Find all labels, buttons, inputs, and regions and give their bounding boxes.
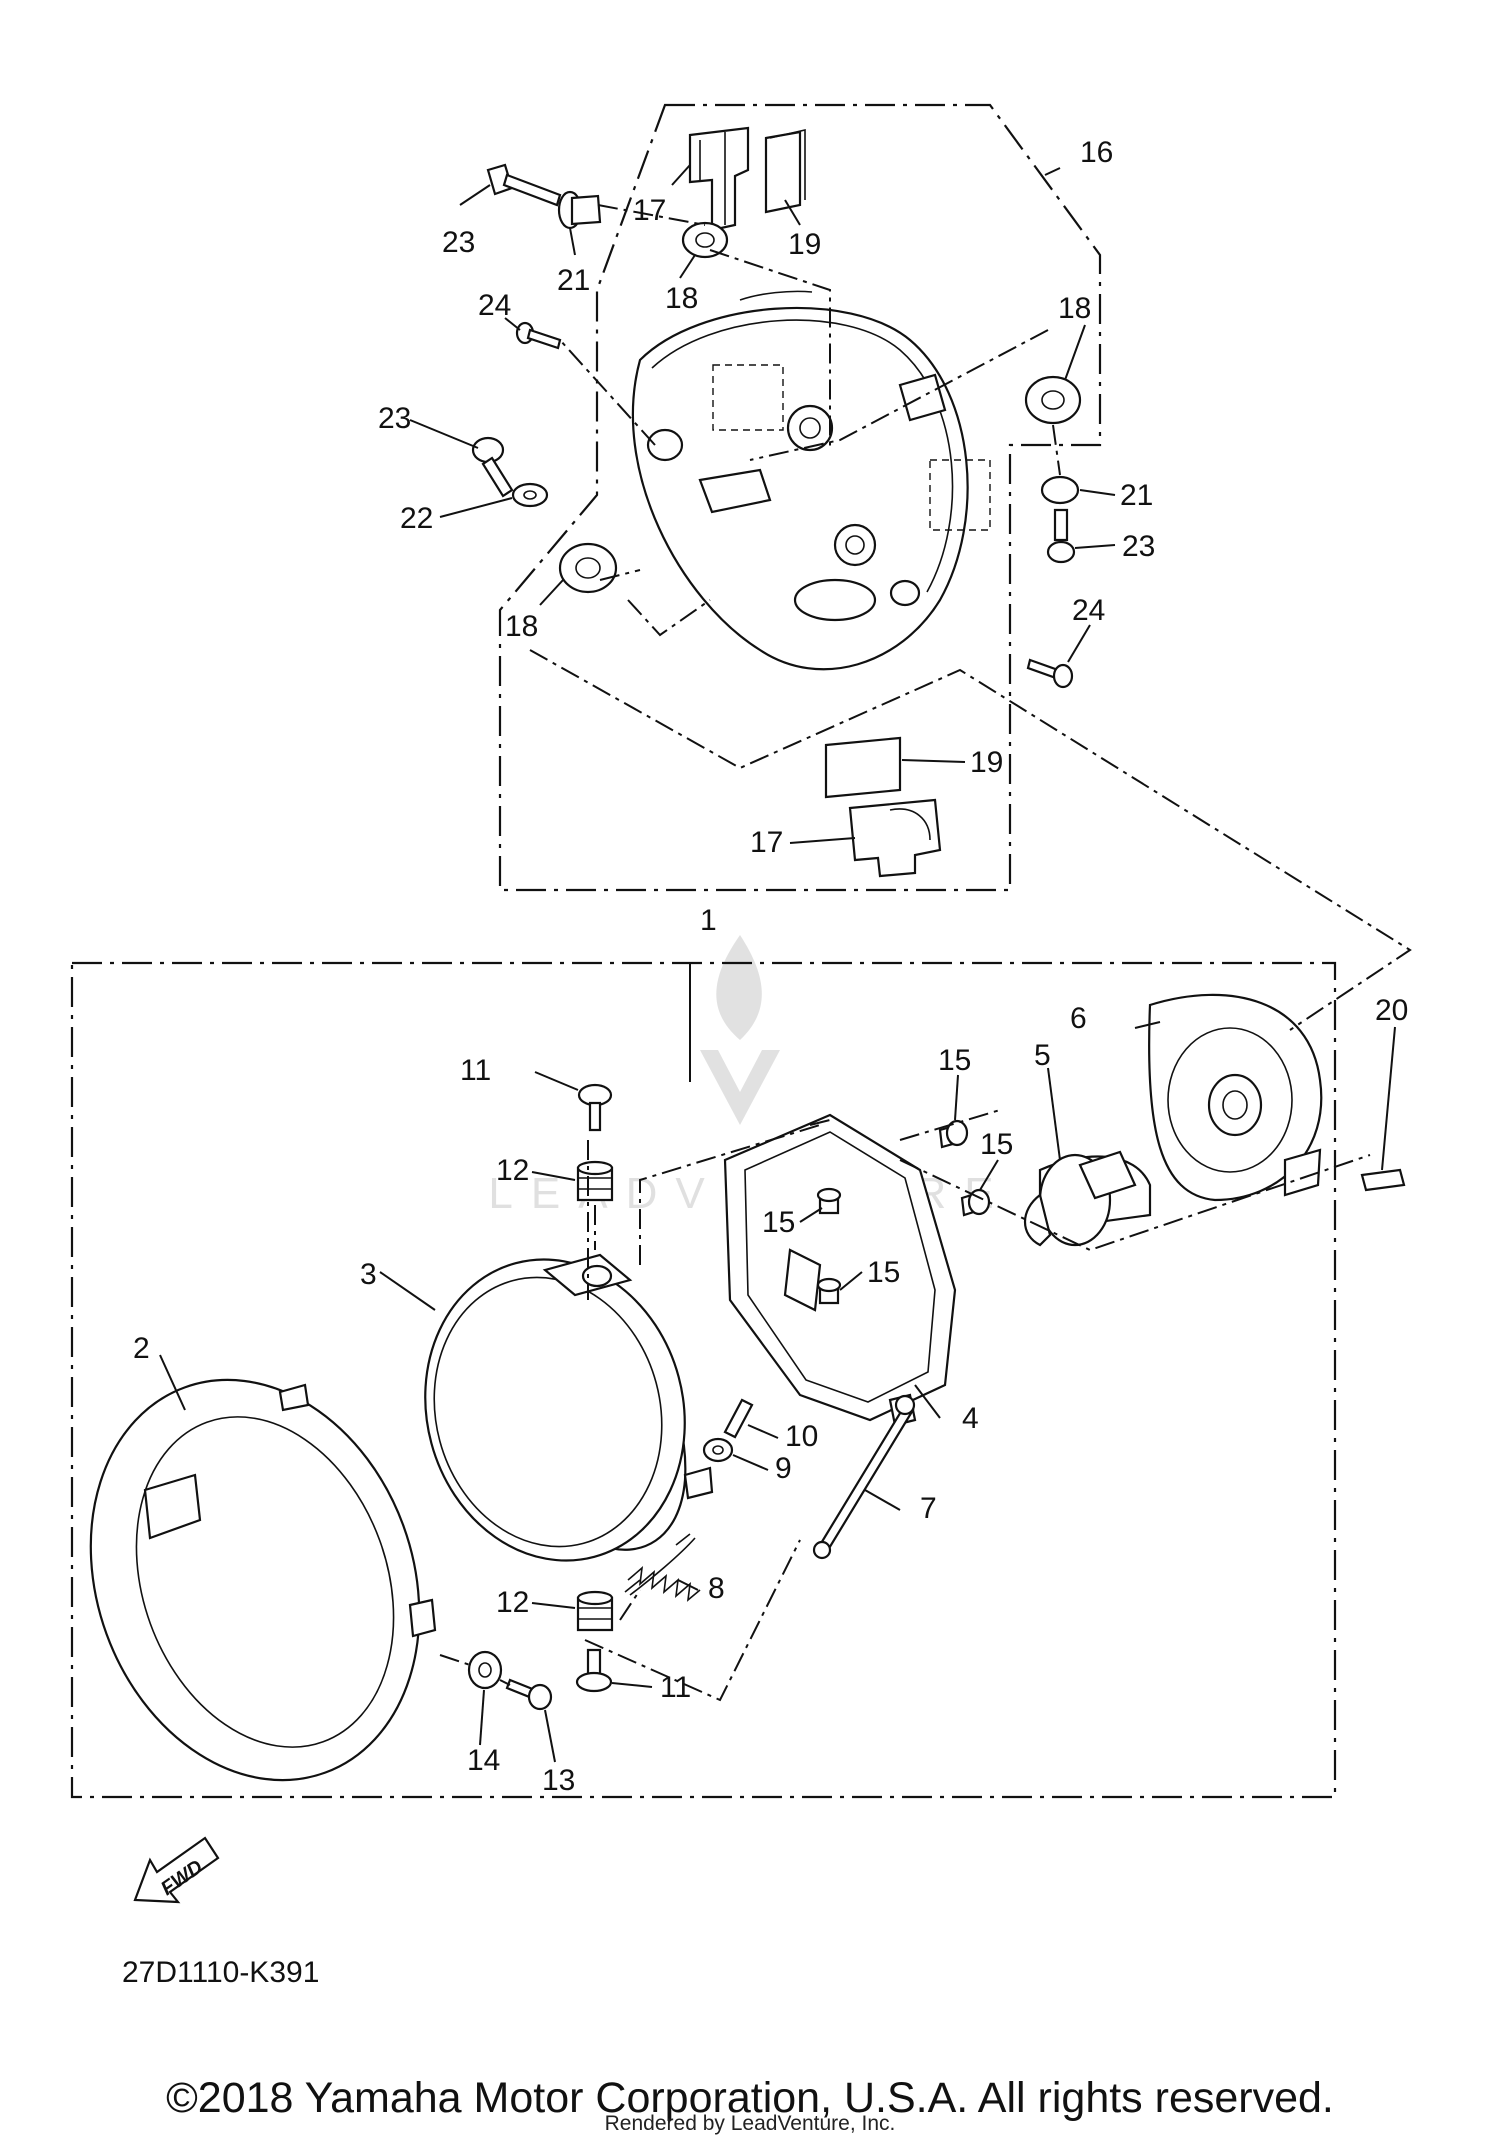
part-23-bolt-left [471,436,514,498]
label-2: 2 [133,1332,150,1365]
part-15-grommet-b [816,1187,842,1215]
part-21-collar-right [1040,475,1080,505]
part-13-screw [505,1678,553,1711]
label-23-top: 23 [442,226,475,259]
fwd-arrow-icon: FWD [133,1836,220,1904]
leader-lines [159,164,1412,1763]
part-9-nut [702,1437,734,1463]
label-8: 8 [708,1572,725,1605]
part-22-washer [511,482,549,508]
label-15a: 15 [938,1044,971,1077]
label-15b: 15 [980,1128,1013,1161]
part-5-bulb [1024,1150,1152,1247]
part-15-grommet-a [938,1119,969,1149]
label-9: 9 [775,1452,792,1485]
callout-labels: 1 2 3 4 5 6 7 8 9 10 11 11 12 12 13 14 1… [133,136,1408,1797]
label-23-left: 23 [378,402,411,435]
label-14: 14 [467,1744,500,1777]
part-17-top-clamp [688,126,750,232]
label-24-left: 24 [478,289,511,322]
label-22: 22 [400,502,433,535]
rendered-by-text: Rendered by LeadVenture, Inc. [605,2112,896,2135]
label-18-left: 18 [505,610,538,643]
label-21-right: 21 [1120,479,1153,512]
label-18-right: 18 [1058,292,1091,325]
label-13: 13 [542,1764,575,1797]
label-19-bottom: 19 [970,746,1003,779]
label-3: 3 [360,1258,377,1291]
part-23-bolt-top [486,163,562,207]
label-19-top: 19 [788,228,821,261]
label-18-top: 18 [665,282,698,315]
part-24-screw-right [1026,658,1074,689]
label-11-top: 11 [460,1054,491,1087]
part-18-grommet-left [558,542,618,594]
label-5: 5 [1034,1039,1051,1072]
label-10: 10 [785,1420,818,1453]
part-14-grommet [467,1650,503,1690]
headlight-housing [631,290,991,671]
label-12-bottom: 12 [496,1586,529,1619]
part-3-lens-unit [424,1253,714,1562]
label-24-right: 24 [1072,594,1105,627]
part-11-screw-bottom [575,1648,613,1693]
part-7-adjust-screw [812,1394,916,1560]
label-23-right: 23 [1122,530,1155,563]
part-18-grommet-top [681,221,729,259]
label-1: 1 [700,904,717,937]
part-12-damper-bottom [576,1590,614,1632]
label-7: 7 [920,1492,937,1525]
part-19-bottom-pad [824,736,902,799]
diagram-code: 27D1110-K391 [122,1956,319,1989]
label-4: 4 [962,1402,979,1435]
part-21-collar-top [557,190,602,230]
part-4-bracket [723,1113,957,1427]
copyright-text: ©2018 Yamaha Motor Corporation, U.S.A. A… [166,2074,1334,2122]
group-box-1 [70,961,1337,1799]
part-20-pad [1360,1168,1406,1192]
part-19-top-pad [764,128,806,214]
label-15d: 15 [867,1256,900,1289]
part-11-screw-top [577,1083,613,1132]
label-17-top: 17 [633,194,666,227]
part-15-grommet-d [816,1277,842,1305]
part-6-socket-cover [1148,993,1323,1202]
label-20: 20 [1375,994,1408,1027]
part-2-rim [89,1378,437,1782]
label-16: 16 [1080,136,1113,169]
label-6: 6 [1070,1002,1087,1035]
part-18-grommet-right [1024,375,1082,425]
label-17-bottom: 17 [750,826,783,859]
part-12-damper-top [576,1160,614,1202]
label-12-top: 12 [496,1154,529,1187]
part-24-screw-left [515,321,562,350]
part-23-bolt-right [1046,508,1076,564]
label-11-bottom: 11 [660,1671,691,1704]
label-15c: 15 [762,1206,795,1239]
part-17-bottom-clamp [848,798,942,878]
label-21-top: 21 [557,264,590,297]
part-10-pin [723,1398,754,1439]
